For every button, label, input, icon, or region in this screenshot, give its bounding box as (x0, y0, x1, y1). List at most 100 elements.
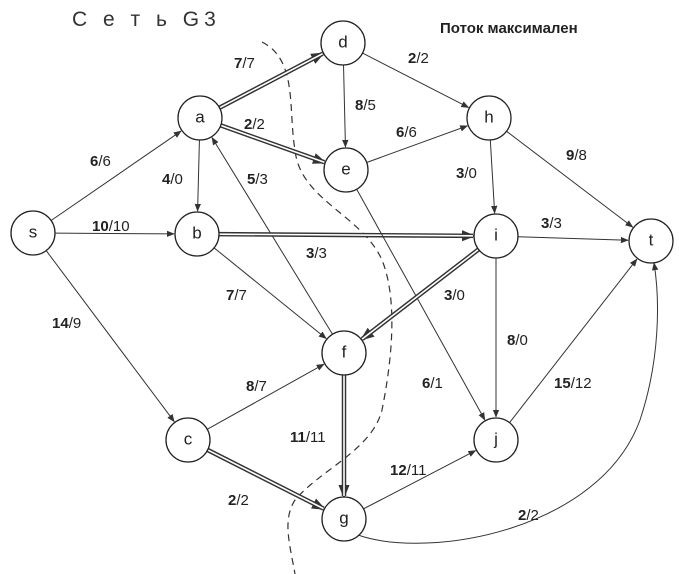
edge-flow-value: /2 (416, 50, 429, 67)
edge-capacity: 7 (226, 287, 234, 304)
edge-c-f (206, 363, 325, 430)
node-e: e (323, 147, 369, 193)
edge-label-i-t: 3/3 (541, 215, 562, 232)
edge-s-b (54, 230, 175, 238)
edge-flow-value: /3 (255, 171, 268, 188)
edge-d-e (342, 64, 349, 148)
edge-flow-value: /0 (515, 332, 528, 349)
edge-capacity: 2 (518, 507, 526, 524)
edge-d-h (362, 52, 470, 108)
edge-capacity: 2 (408, 50, 416, 67)
edge-flow-value: /6 (98, 153, 111, 170)
edge-flow-value: /2 (236, 492, 249, 509)
edge-g-j (363, 450, 477, 510)
min-cut-line (261, 41, 393, 574)
diagram-status: Поток максимален (440, 20, 578, 37)
edge-flow-value: /10 (109, 218, 130, 235)
node-label: f (342, 343, 347, 362)
diagram-title: С е т ь G3 (72, 8, 221, 31)
edge-label-d-h: 2/2 (408, 50, 429, 67)
edge-s-c (45, 250, 175, 423)
edge-label-c-g: 2/2 (228, 492, 249, 509)
edge-c-g (206, 447, 326, 511)
edge-label-s-c: 14/9 (52, 315, 81, 332)
node-circle (174, 211, 220, 257)
node-c: c (165, 417, 211, 463)
edge-label-s-b: 10/10 (92, 218, 130, 235)
edge-flow-value: /11 (306, 429, 326, 446)
edge-capacity: 15 (554, 375, 571, 392)
edge-capacity: 9 (566, 147, 574, 164)
edge-capacity: 12 (390, 462, 407, 479)
edge-capacity: 4 (162, 171, 171, 188)
edge-flow-value: /6 (404, 124, 417, 141)
edge-capacity: 2 (228, 492, 236, 509)
node-circle (177, 95, 223, 141)
edge-j-t (509, 258, 638, 423)
edge-flow-value: /3 (314, 245, 327, 262)
edge-capacity: 6 (422, 375, 430, 392)
edge-label-a-d: 7/7 (234, 55, 255, 72)
edge-label-j-t: 15/12 (554, 375, 592, 392)
node-j: j (473, 417, 519, 463)
edge-flow-value: /2 (526, 507, 539, 524)
edges-layer (45, 51, 659, 544)
edge-b-f (213, 247, 327, 340)
edge-flow-value: /11 (407, 462, 427, 479)
node-label: e (341, 160, 350, 179)
edge-flow-value: /0 (170, 171, 183, 188)
edge-flow-value: /2 (252, 116, 265, 133)
node-b: b (174, 211, 220, 257)
edge-flow-value: /9 (69, 315, 82, 332)
edge-label-b-i: 3/3 (306, 245, 327, 262)
edge-flow-value: /3 (549, 215, 562, 232)
node-label: t (649, 231, 654, 250)
edge-i-f (360, 247, 480, 341)
edge-e-h (366, 125, 469, 163)
node-circle (165, 417, 211, 463)
edge-h-i (489, 139, 498, 214)
node-circle (321, 496, 367, 542)
node-label: a (195, 108, 205, 127)
edge-capacity: 3 (306, 245, 314, 262)
node-label: c (184, 430, 193, 449)
edge-capacity: 5 (247, 171, 255, 188)
edge-label-d-e: 8/5 (355, 97, 376, 114)
edge-g-t (357, 262, 659, 544)
edge-capacity: 6 (396, 124, 404, 141)
node-label: h (484, 108, 493, 127)
edge-label-a-e: 2/2 (244, 116, 265, 133)
edge-label-b-f: 7/7 (226, 287, 247, 304)
edge-h-t (506, 130, 634, 228)
node-label: g (339, 509, 348, 528)
edge-label-h-t: 9/8 (566, 147, 587, 164)
node-a: a (177, 95, 223, 141)
edge-capacity: 8 (246, 378, 254, 395)
node-circle (628, 218, 674, 264)
node-f: f (321, 330, 367, 376)
edge-i-t (517, 236, 629, 244)
edge-label-a-b: 4/0 (162, 171, 183, 188)
node-s: s (10, 210, 56, 256)
edge-flow-value: /5 (363, 97, 376, 114)
edge-label-f-a: 5/3 (247, 171, 268, 188)
edge-flow-value: /7 (242, 55, 255, 72)
edge-s-a (50, 130, 182, 221)
node-circle (320, 20, 366, 66)
edge-label-f-g: 11/11 (290, 429, 326, 446)
edge-label-i-j: 8/0 (507, 332, 528, 349)
node-circle (321, 330, 367, 376)
edge-flow-value: /7 (254, 378, 267, 395)
node-circle (473, 213, 519, 259)
edge-capacity: 8 (355, 97, 363, 114)
edge-a-d (218, 51, 326, 110)
edge-capacity: 11 (290, 429, 306, 446)
node-circle (10, 210, 56, 256)
edge-flow-value: /0 (464, 165, 477, 182)
edge-flow-value: /1 (430, 375, 443, 392)
node-label: s (29, 223, 38, 242)
edge-label-e-h: 6/6 (396, 124, 417, 141)
